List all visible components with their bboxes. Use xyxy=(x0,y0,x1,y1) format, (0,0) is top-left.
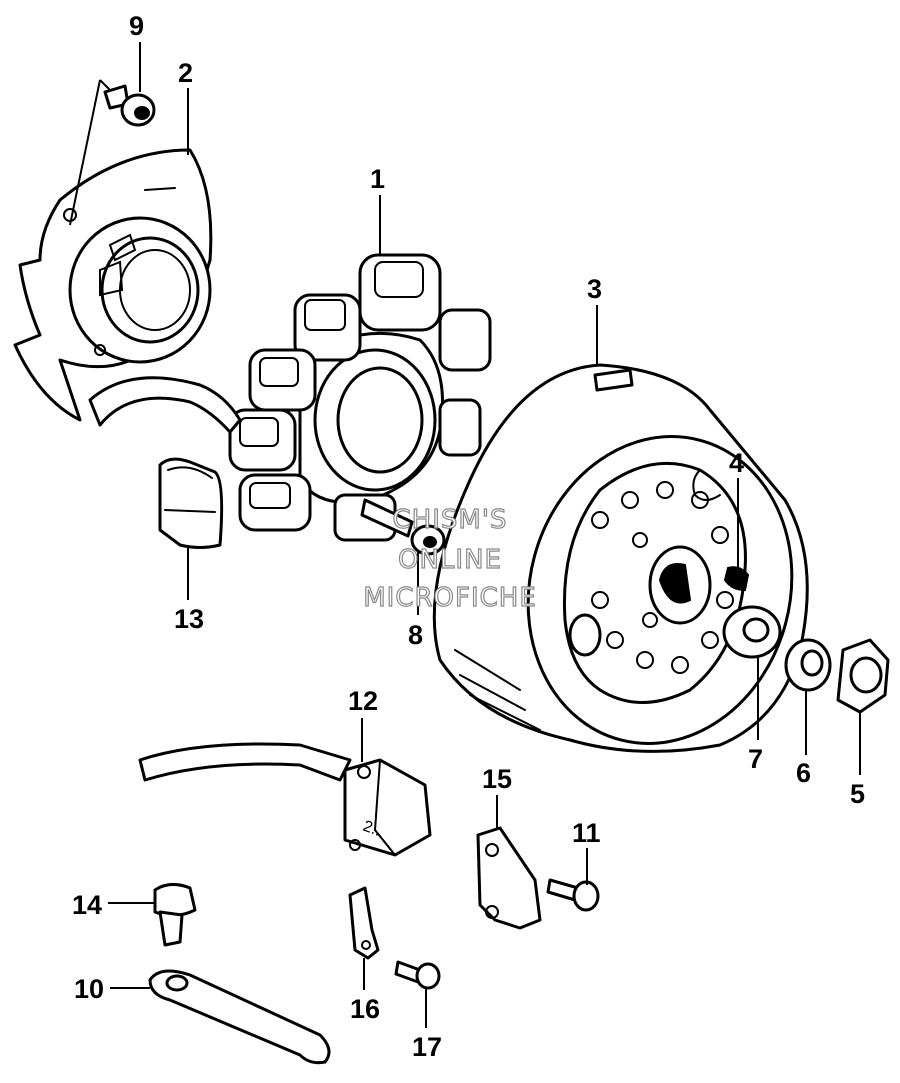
callout-14: 14 xyxy=(72,890,102,920)
stator-coil-assembly[interactable] xyxy=(88,253,492,542)
callout-8: 8 xyxy=(408,620,423,650)
screw-9[interactable] xyxy=(69,79,156,226)
callout-4: 4 xyxy=(729,448,744,478)
watermark-line-1: CHISM'S xyxy=(393,505,508,535)
leader-lines xyxy=(108,42,861,1028)
stator-base-plate[interactable] xyxy=(13,148,213,422)
ground-strap-10[interactable] xyxy=(148,969,331,1065)
callout-12: 12 xyxy=(348,686,378,716)
pulser-module-12[interactable] xyxy=(138,742,432,857)
module-marking: 2.. xyxy=(361,818,384,840)
nut-5[interactable] xyxy=(836,638,890,714)
bolt-8[interactable] xyxy=(360,498,446,556)
woodruff-key-4[interactable] xyxy=(723,566,750,592)
wire-grommet-13[interactable] xyxy=(158,457,224,549)
callout-2: 2 xyxy=(178,58,193,88)
callout-16: 16 xyxy=(350,994,380,1024)
bolt-14[interactable] xyxy=(153,883,197,947)
callout-10: 10 xyxy=(74,974,104,1004)
watermark-line-3: MICROFICHE xyxy=(363,583,537,613)
callout-17: 17 xyxy=(412,1032,442,1062)
bracket-15[interactable] xyxy=(476,826,542,930)
watermark: CHISM'S ONLINE MICROFICHE xyxy=(363,504,537,613)
callout-6: 6 xyxy=(796,758,811,788)
flywheel-rotor[interactable] xyxy=(432,363,825,773)
watermark-line-2: ONLINE xyxy=(398,545,502,575)
callout-7: 7 xyxy=(748,744,763,774)
callout-5: 5 xyxy=(850,779,865,809)
terminal-clip-16[interactable] xyxy=(348,886,380,960)
callout-labels: 9 2 1 3 4 13 8 7 6 5 12 15 11 14 10 16 1… xyxy=(72,11,865,1062)
callout-1: 1 xyxy=(370,164,385,194)
washer-7[interactable] xyxy=(722,605,782,659)
lock-washer-6[interactable] xyxy=(784,638,832,692)
callout-11: 11 xyxy=(572,818,601,848)
callout-9: 9 xyxy=(129,11,144,41)
screw-11[interactable] xyxy=(546,878,600,912)
callout-13: 13 xyxy=(174,604,204,634)
callout-15: 15 xyxy=(482,764,512,794)
screw-17[interactable] xyxy=(394,960,441,990)
callout-3: 3 xyxy=(587,274,602,304)
